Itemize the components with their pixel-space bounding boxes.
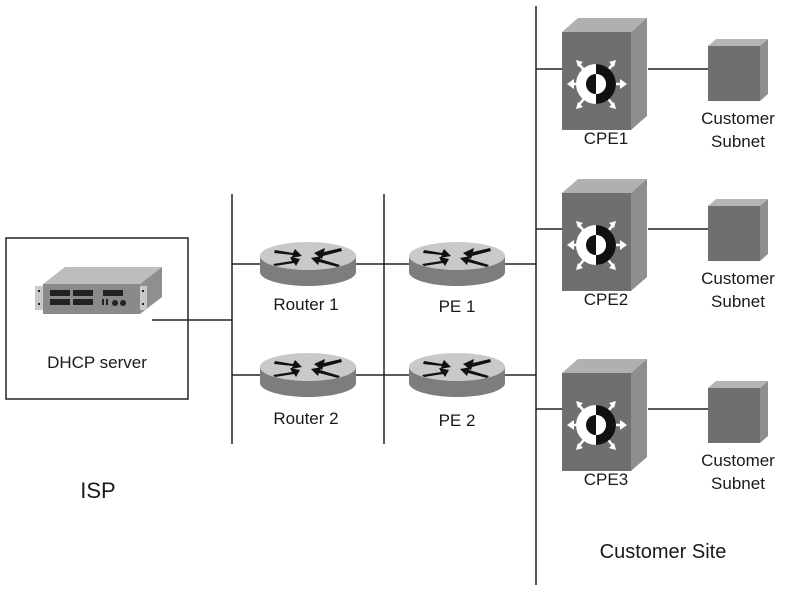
customer-subnet-3-icon [708,381,768,443]
customer-subnet-1-label: Customer Subnet [701,109,775,151]
svg-text:Customer: Customer [701,451,775,470]
svg-text:Subnet: Subnet [711,292,765,311]
router-1-label: Router 1 [273,295,338,314]
isp-label: ISP [80,478,115,503]
dhcp-server-icon [35,267,162,314]
pe-2-label: PE 2 [439,411,476,430]
dhcp-server-label: DHCP server [47,353,147,372]
router-1-icon [260,242,356,286]
customer-subnet-2-label: Customer Subnet [701,269,775,311]
svg-text:Customer: Customer [701,109,775,128]
router-2-label: Router 2 [273,409,338,428]
cpe-3-icon [560,357,649,473]
isp-boundary-box [5,237,189,400]
customer-subnet-2-icon [708,199,768,261]
cpe-3-label: CPE3 [584,470,628,489]
pe-1-label: PE 1 [439,297,476,316]
pe-1-icon [409,242,505,286]
cpe-2-icon [560,177,649,293]
customer-subnet-3-label: Customer Subnet [701,451,775,493]
cpe-1-icon [560,16,649,132]
cpe-2-label: CPE2 [584,290,628,309]
pe-2-icon [409,353,505,397]
router-2-icon [260,353,356,397]
svg-text:Subnet: Subnet [711,474,765,493]
cpe-1-label: CPE1 [584,129,628,148]
svg-text:Subnet: Subnet [711,132,765,151]
svg-text:Customer: Customer [701,269,775,288]
customer-subnet-1-icon [708,39,768,101]
customer-site-label: Customer Site [600,541,727,563]
